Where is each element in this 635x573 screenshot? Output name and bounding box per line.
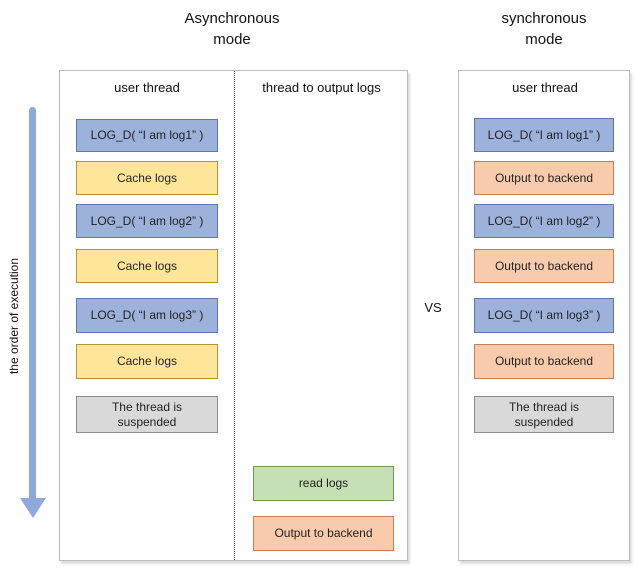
cache-logs-box: Cache logs [76,344,218,379]
execution-order-label: the order of execution [7,257,21,375]
log-call-box: LOG_D( “I am log2” ) [76,204,218,238]
cache-logs-box: Cache logs [76,161,218,195]
down-arrow-icon [20,498,46,518]
log-call-box: LOG_D( “I am log1” ) [474,118,614,152]
sync-panel: user thread LOG_D( “I am log1” ) Output … [458,70,630,561]
column-header-user-thread: user thread [114,80,180,95]
output-backend-box: Output to backend [474,161,614,195]
log-call-box: LOG_D( “I am log3” ) [474,298,614,333]
vs-label: VS [424,300,442,315]
output-backend-box: Output to backend [474,249,614,283]
execution-order-arrow-shaft [29,107,36,499]
output-backend-box: Output to backend [253,516,394,551]
title-synchronous-mode: synchronous mode [501,10,587,48]
thread-suspended-box: The thread is suspended [474,396,614,433]
thread-suspended-box: The thread is suspended [76,396,218,433]
column-header-output-thread: thread to output logs [262,80,381,95]
log-call-box: LOG_D( “I am log2” ) [474,204,614,238]
column-header-user-thread: user thread [512,80,578,95]
output-backend-box: Output to backend [474,344,614,379]
title-asynchronous-mode: Asynchronous mode [184,10,280,48]
cache-logs-box: Cache logs [76,249,218,283]
thread-column-divider [234,71,235,560]
async-panel: user thread thread to output logs LOG_D(… [59,70,408,561]
log-call-box: LOG_D( “I am log1” ) [76,119,218,152]
read-logs-box: read logs [253,466,394,501]
log-call-box: LOG_D( “I am log3” ) [76,298,218,333]
